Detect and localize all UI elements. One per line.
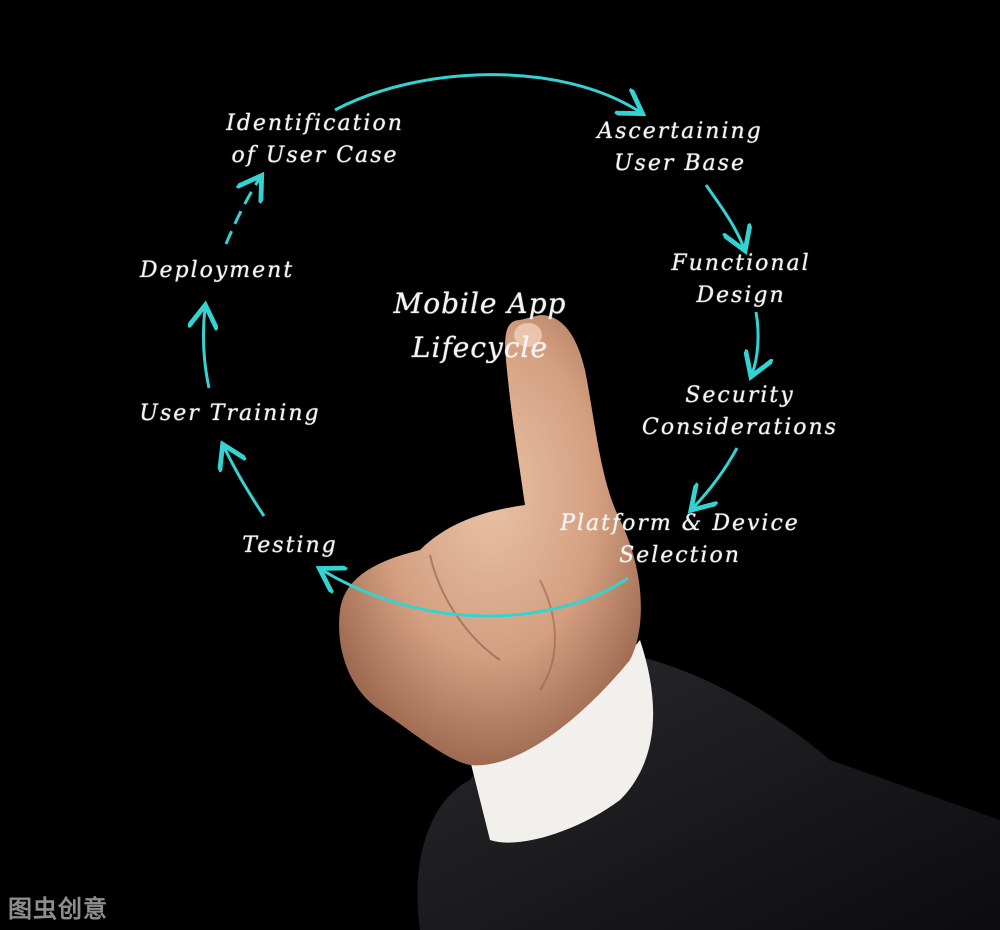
step-label-line1: Platform & Device — [560, 511, 800, 536]
shirt-cuff — [470, 640, 654, 843]
arrow-6-to-7 — [224, 447, 266, 517]
step-label-line1: Ascertaining — [597, 119, 763, 144]
title-line-2: Lifecycle — [411, 331, 549, 364]
diagram-title: Mobile App Lifecycle — [355, 282, 605, 370]
title-line-1: Mobile App — [393, 287, 567, 320]
step-user-training: User Training — [105, 398, 355, 430]
step-label-line1: User Training — [139, 401, 321, 426]
hand — [339, 315, 641, 766]
arrow-5-to-6 — [322, 570, 629, 618]
arrow-8-to-1 — [224, 178, 260, 245]
step-label-line2: of User Case — [231, 143, 399, 168]
step-testing: Testing — [220, 530, 360, 562]
step-label-line1: Security — [685, 383, 795, 408]
step-security: Security Considerations — [605, 380, 875, 444]
step-label-line2: Selection — [619, 543, 741, 568]
watermark: 图虫创意 — [8, 895, 108, 923]
step-deployment: Deployment — [112, 255, 322, 287]
step-ascertaining: Ascertaining User Base — [560, 116, 800, 180]
step-label-line2: Design — [696, 283, 786, 308]
step-functional-design: Functional Design — [636, 248, 846, 312]
arrow-3-to-4 — [752, 311, 758, 374]
step-label-line2: User Base — [614, 151, 746, 176]
arrow-4-to-5 — [693, 447, 739, 508]
arrow-2-to-3 — [704, 184, 744, 248]
step-label-line1: Functional — [671, 251, 811, 276]
arrow-1-to-2 — [334, 73, 640, 112]
step-identification: Identification of User Case — [180, 108, 450, 172]
step-label-line1: Identification — [226, 111, 404, 136]
step-label-line1: Deployment — [139, 258, 295, 283]
step-platform-selection: Platform & Device Selection — [525, 508, 835, 572]
step-label-line1: Testing — [242, 533, 338, 558]
arrow-7-to-8 — [203, 308, 209, 389]
step-label-line2: Considerations — [642, 415, 838, 440]
